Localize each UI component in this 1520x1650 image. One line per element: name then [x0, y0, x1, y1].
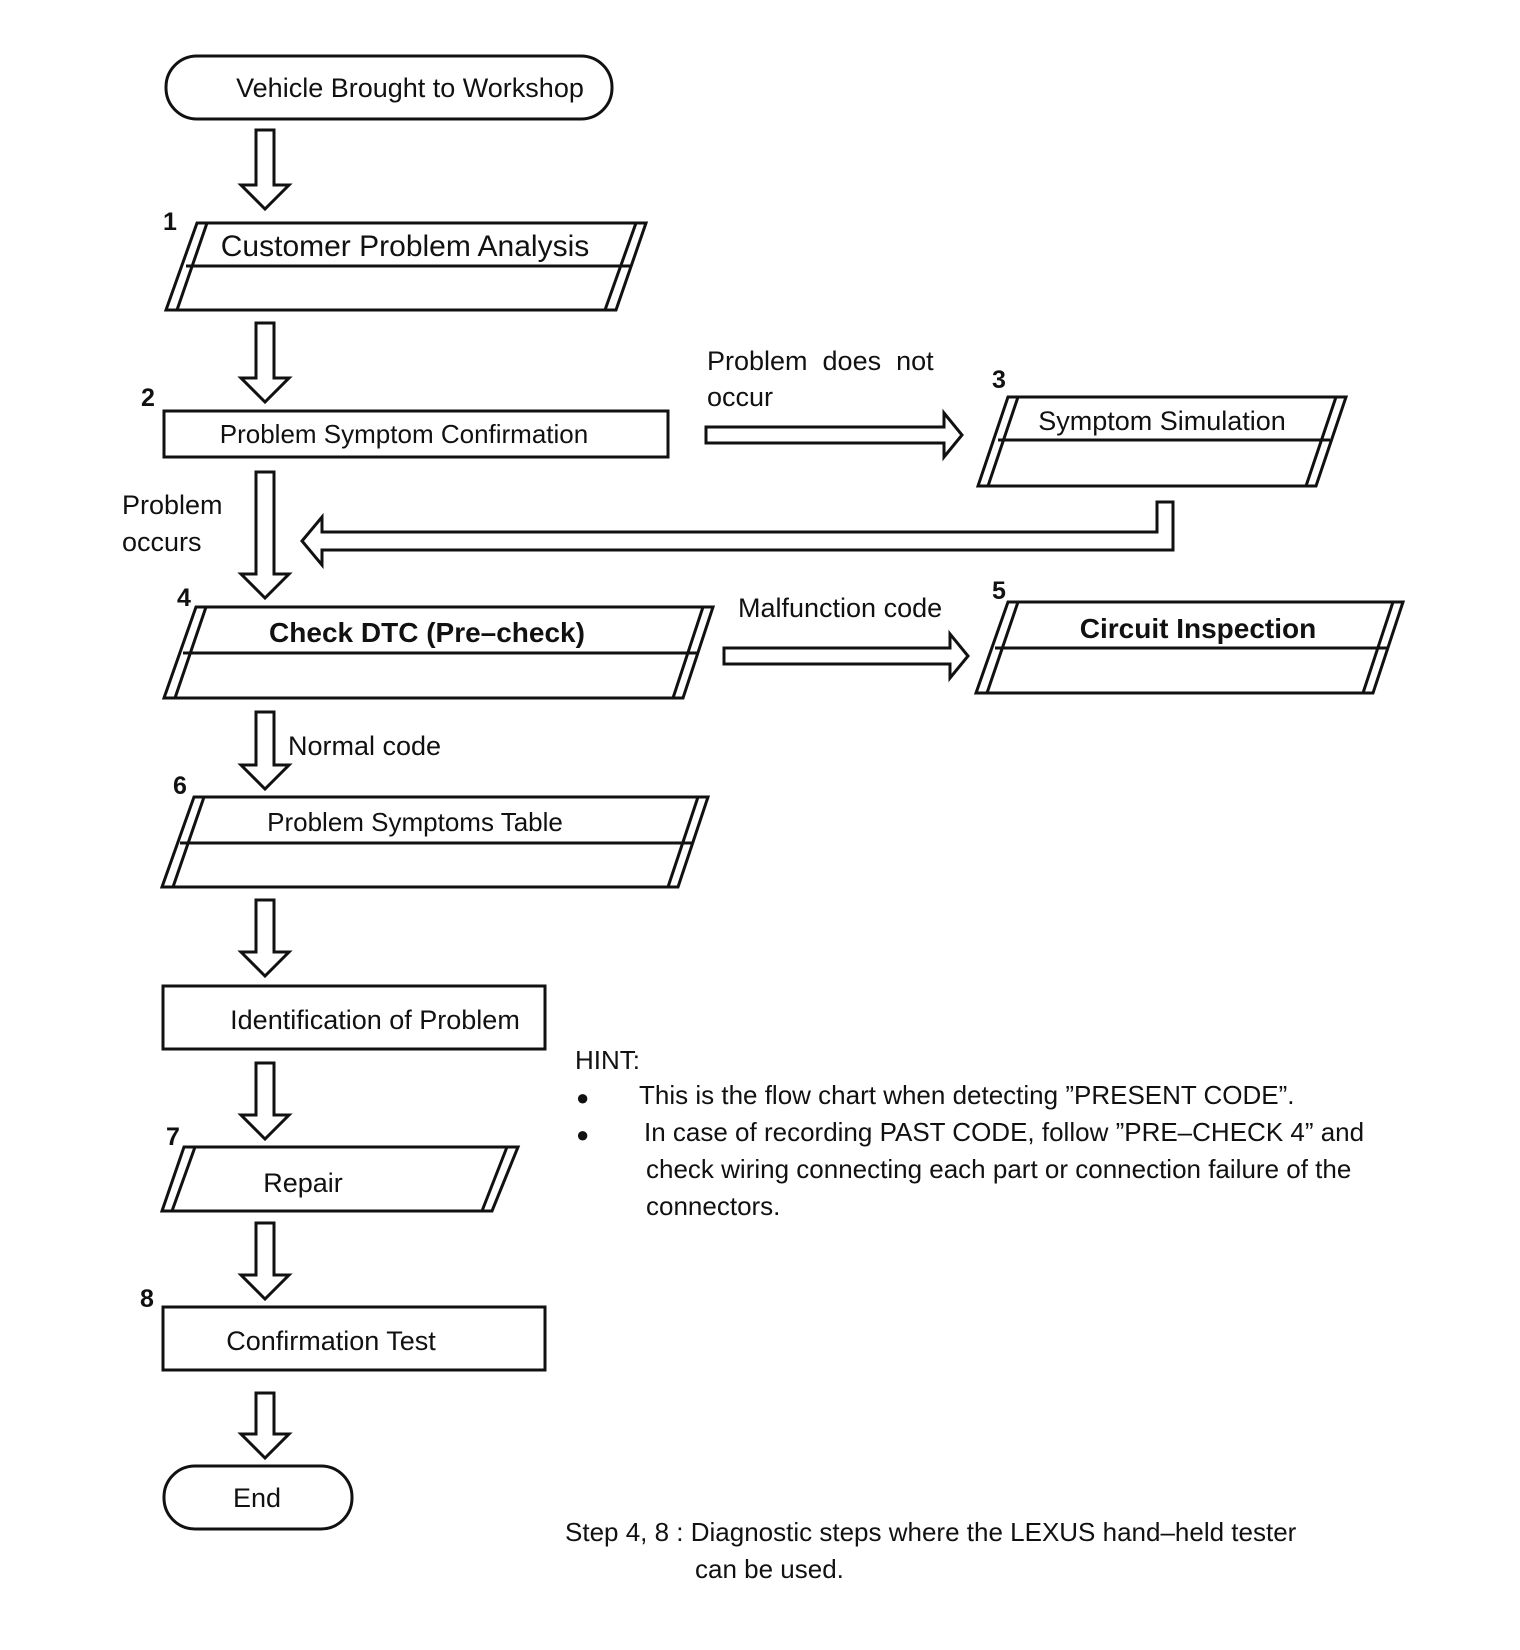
- arrow-down-icon: [237, 1391, 293, 1461]
- branch-label-occurs: Problem: [122, 490, 223, 520]
- step1-number: 1: [163, 208, 177, 236]
- step6-number: 6: [173, 772, 187, 800]
- arrow-return-icon: [300, 500, 1175, 570]
- arrow-down-icon: [237, 1221, 293, 1302]
- step5-label: Circuit Inspection: [1080, 613, 1316, 644]
- branch-label-malfunction: Malfunction code: [738, 593, 942, 623]
- arrow-down-icon: [237, 1061, 293, 1142]
- arrow-right-icon: [722, 629, 970, 683]
- end-label: End: [233, 1483, 281, 1513]
- hint-bullet-icon: ●: [576, 1085, 590, 1110]
- identification-label: Identification of Problem: [230, 1005, 520, 1035]
- step8-box: [161, 1305, 547, 1372]
- footnote: can be used.: [695, 1554, 844, 1584]
- step6-label: Problem Symptoms Table: [267, 807, 563, 837]
- step7-label: Repair: [263, 1168, 343, 1198]
- step8-number: 8: [140, 1285, 154, 1313]
- end-terminal: [162, 1464, 354, 1531]
- footnote: Step 4, 8 : Diagnostic steps where the L…: [565, 1517, 1297, 1547]
- arrow-down-icon: [237, 321, 293, 405]
- branch-label-not-occur: Problem does not: [707, 346, 934, 376]
- step3-label: Symptom Simulation: [1038, 406, 1286, 436]
- branch-label-normal: Normal code: [288, 731, 441, 761]
- step5-number: 5: [992, 577, 1006, 605]
- identification-box: [161, 984, 547, 1051]
- hint-title: HINT:: [575, 1045, 640, 1075]
- arrow-down-icon: [237, 128, 293, 212]
- step3-number: 3: [992, 366, 1006, 394]
- step2-label: Problem Symptom Confirmation: [220, 419, 588, 449]
- step7-shape: [159, 1145, 521, 1213]
- start-terminal: [164, 54, 614, 121]
- step6-shape: [159, 795, 711, 889]
- step3-shape: [975, 395, 1349, 488]
- arrow-down-icon: [237, 898, 293, 979]
- hint-bullet-icon: ●: [576, 1122, 590, 1147]
- step2-number: 2: [141, 384, 155, 412]
- hint-item-2: In case of recording PAST CODE, follow ”…: [644, 1117, 1365, 1147]
- hint-item-2: check wiring connecting each part or con…: [646, 1154, 1352, 1184]
- arrow-down-icon: [237, 710, 293, 792]
- step4-shape: [161, 605, 716, 700]
- hint-item-1: This is the flow chart when detecting ”P…: [639, 1080, 1295, 1110]
- branch-label-not-occur: occur: [707, 382, 773, 412]
- step8-label: Confirmation Test: [226, 1326, 436, 1356]
- step7-number: 7: [166, 1123, 180, 1151]
- arrow-down-icon: [237, 470, 293, 601]
- branch-label-occurs: occurs: [122, 527, 202, 557]
- step1-label: Customer Problem Analysis: [221, 230, 589, 263]
- step5-shape: [973, 600, 1406, 695]
- start-label: Vehicle Brought to Workshop: [236, 73, 584, 103]
- arrow-right-icon: [704, 408, 964, 462]
- step1-shape: [163, 221, 649, 312]
- step4-label: Check DTC (Pre–check): [269, 617, 585, 648]
- step2-box: [162, 409, 670, 459]
- step4-number: 4: [177, 584, 191, 612]
- hint-item-2: connectors.: [646, 1191, 781, 1221]
